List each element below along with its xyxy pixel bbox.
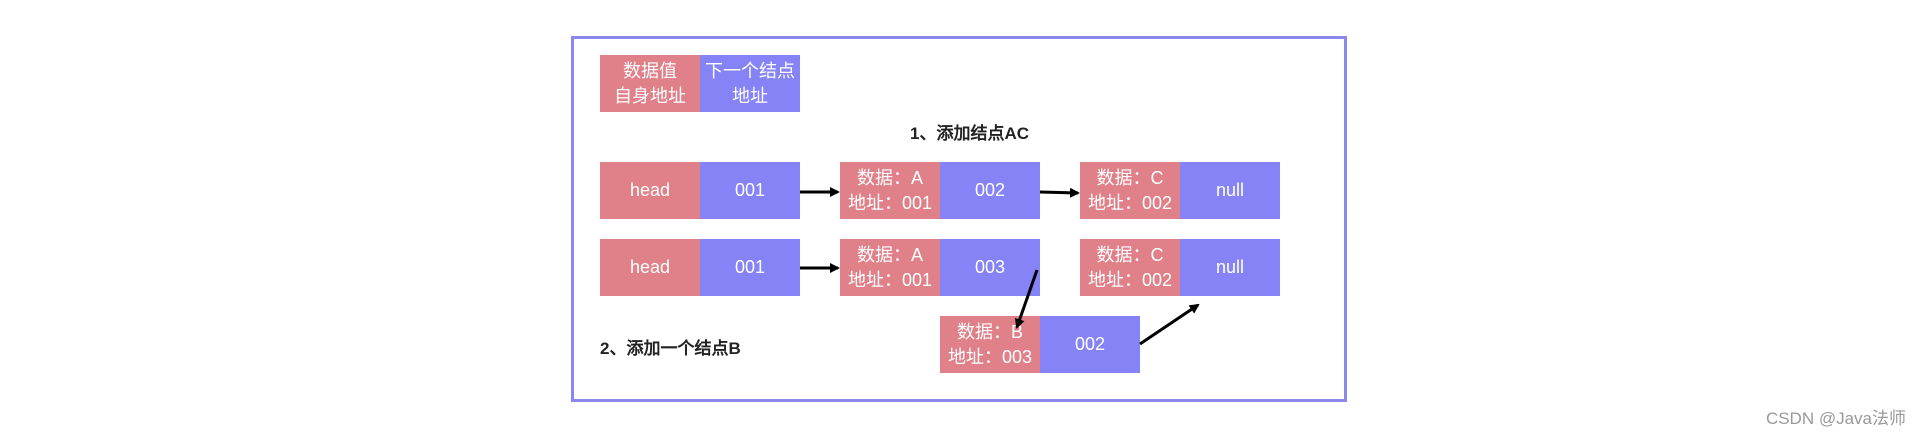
row2-node-a-data: 数据：A 地址：001 — [840, 239, 940, 296]
row2-node-a-address: 地址：001 — [847, 269, 933, 290]
row2-head-data: head — [600, 239, 700, 296]
row2-node-c-next: null — [1180, 239, 1280, 296]
row2-node-b-value: 数据：B — [956, 321, 1023, 342]
legend-data-line1: 数据值 — [623, 60, 677, 81]
row1-node-a-data: 数据：A 地址：001 — [840, 162, 940, 219]
row2-node-c-address: 地址：002 — [1087, 269, 1173, 290]
row1-head-next-label: 001 — [734, 180, 766, 200]
row2-head-label: head — [629, 257, 671, 277]
legend-data-cell: 数据值 自身地址 — [600, 55, 700, 112]
arrow-row2-b-to-c — [1139, 303, 1200, 346]
row2-node-a-next-label: 003 — [974, 257, 1006, 277]
row1-node-a-next-label: 002 — [974, 180, 1006, 200]
row1-node-a-next: 002 — [940, 162, 1040, 219]
row2-head-next-label: 001 — [734, 257, 766, 277]
row1-node-c-data: 数据：C 地址：002 — [1080, 162, 1180, 219]
arrow-row1-a-to-c — [1039, 187, 1080, 198]
row1-head-data: head — [600, 162, 700, 219]
row1-head-next: 001 — [700, 162, 800, 219]
row1-head-label: head — [629, 180, 671, 200]
row1-node-a-address: 地址：001 — [847, 192, 933, 213]
diagram-frame — [571, 36, 1347, 402]
row1-node-c-address: 地址：002 — [1087, 192, 1173, 213]
row1-node-c-value: 数据：C — [1096, 167, 1164, 188]
row1-node-c-next: null — [1180, 162, 1280, 219]
row1-node-a-value: 数据：A — [856, 167, 923, 188]
row2-node-a-next: 003 — [940, 239, 1040, 296]
arrow-row2-a-to-b — [1014, 269, 1039, 329]
watermark: CSDN @Java法师 — [1765, 409, 1906, 428]
row2-node-c-next-label: null — [1215, 257, 1245, 277]
row2-node-b-address: 地址：003 — [947, 346, 1033, 367]
row2-node-c-value: 数据：C — [1096, 244, 1164, 265]
legend-next-cell: 下一个结点 地址 — [700, 55, 800, 112]
caption-add-ac: 1、添加结点AC — [910, 124, 1030, 143]
row2-node-b-next-label: 002 — [1074, 334, 1106, 354]
legend-next-line1: 下一个结点 — [705, 60, 795, 81]
legend-data-line2: 自身地址 — [614, 85, 686, 106]
row2-node-b-next: 002 — [1040, 316, 1140, 373]
caption-add-b: 2、添加一个结点B — [600, 339, 741, 358]
row1-node-c-next-label: null — [1215, 180, 1245, 200]
row2-node-a-value: 数据：A — [856, 244, 923, 265]
row2-head-next: 001 — [700, 239, 800, 296]
legend-next-line2: 地址 — [732, 85, 768, 106]
row2-node-c-data: 数据：C 地址：002 — [1080, 239, 1180, 296]
